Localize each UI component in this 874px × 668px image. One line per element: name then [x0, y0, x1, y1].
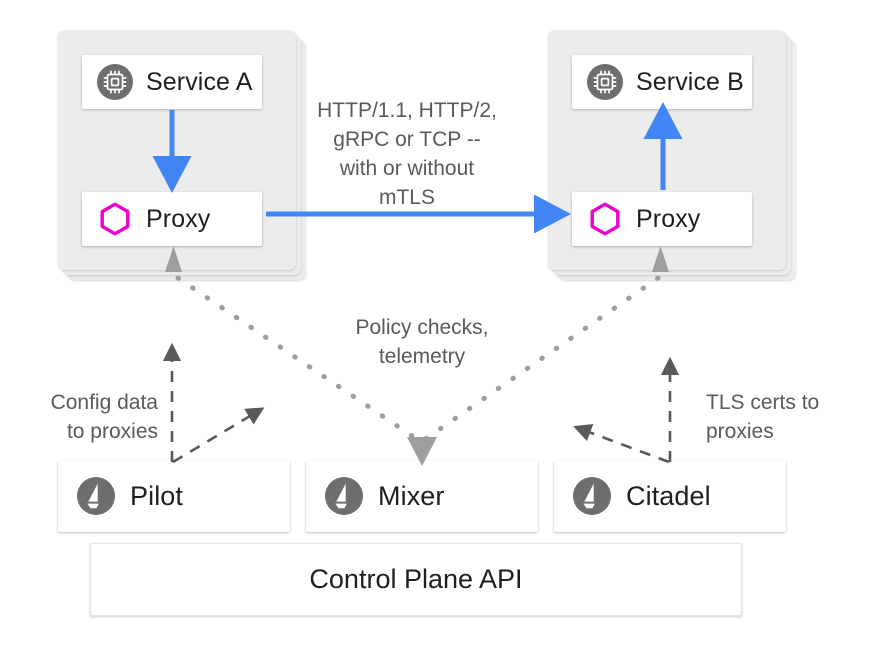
service-b-card[interactable]: Service B: [572, 55, 752, 109]
dashed-citadel-tls-diagonal: [573, 424, 670, 464]
proxy-a-label: Proxy: [146, 204, 211, 233]
istio-sail-icon: [76, 476, 116, 516]
citadel-label: Citadel: [626, 480, 711, 511]
hexagon-icon: [586, 200, 624, 238]
istio-sail-icon: [324, 476, 364, 516]
control-plane-component-mixer[interactable]: Mixer: [306, 460, 538, 532]
control-plane-api-bar: Control Plane API: [90, 543, 742, 616]
control-plane-api-label: Control Plane API: [309, 564, 523, 594]
dashed-pilot-config-diagonal: [172, 407, 265, 464]
service-a-label: Service A: [146, 67, 253, 96]
hexagon-icon: [96, 200, 134, 238]
service-b-label: Service B: [636, 67, 744, 96]
control-plane-component-citadel[interactable]: Citadel: [554, 460, 786, 532]
telemetry-note: Policy checks, telemetry: [355, 316, 489, 368]
chip-icon: [586, 63, 624, 101]
mixer-label: Mixer: [378, 480, 445, 511]
control-plane-component-pilot[interactable]: Pilot: [58, 460, 290, 532]
istio-sail-icon: [572, 476, 612, 516]
config-data-note: Config data to proxies: [50, 391, 158, 443]
tls-certs-note: TLS certs to proxies: [706, 391, 820, 443]
proxy-b-card[interactable]: Proxy: [572, 192, 752, 246]
proxy-a-card[interactable]: Proxy: [82, 192, 262, 246]
chip-icon: [96, 63, 134, 101]
proxy-b-label: Proxy: [636, 204, 701, 233]
service-a-card[interactable]: Service A: [82, 55, 262, 109]
protocols-note: HTTP/1.1, HTTP/2, gRPC or TCP -- with or…: [317, 99, 497, 209]
pilot-label: Pilot: [130, 480, 184, 511]
